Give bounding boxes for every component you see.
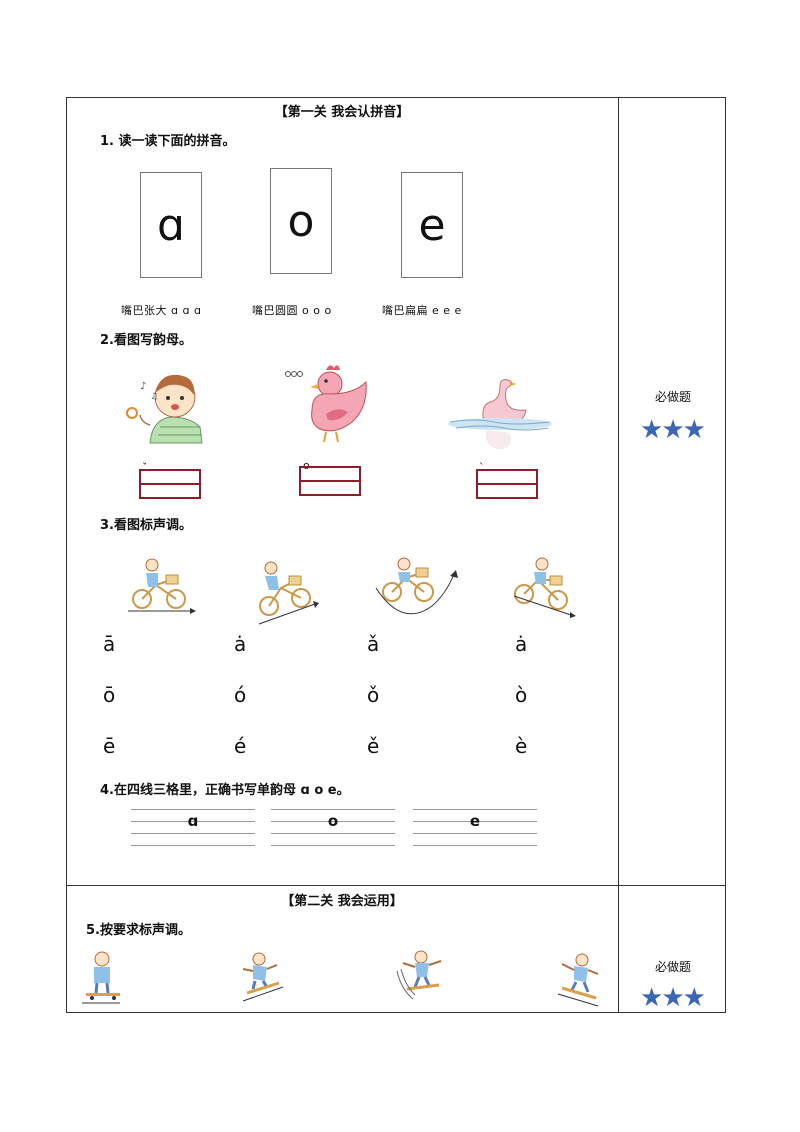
boy-singing-illustration: ♪ ♫ — [126, 374, 203, 444]
svg-text:♫: ♫ — [150, 392, 158, 402]
four-line-letter-e: e — [469, 812, 481, 830]
tone-r3c3: ě — [367, 734, 380, 758]
grid-mark-1: ˇ — [142, 461, 148, 474]
pinyin-card-o: o — [270, 168, 332, 274]
pinyin-card-a: ɑ — [140, 172, 202, 278]
swan-illustration — [448, 379, 552, 450]
q4-label: 4.在四线三格里，正确书写单韵母 ɑ o e。 — [100, 783, 350, 798]
cyclist-flat-illustration — [128, 558, 196, 614]
section1-stars: ★★★ — [640, 415, 706, 445]
grid-mark-3: ˋ — [479, 461, 485, 474]
table-border-mid — [66, 885, 726, 886]
grid-mark-2: o — [303, 459, 310, 472]
writing-grid-1[interactable]: ˇ — [139, 461, 201, 499]
four-line-grid-o[interactable]: o — [271, 809, 395, 849]
rooster-illustration — [285, 365, 367, 443]
q5-label: 5.按要求标声调。 — [86, 923, 191, 938]
q2-label: 2.看图写韵母。 — [100, 333, 192, 348]
tone-r3c4: è — [515, 734, 528, 758]
svg-text:♪: ♪ — [140, 381, 146, 392]
table-border-top — [66, 97, 726, 98]
tone-r1c2: ȧ — [234, 632, 247, 656]
table-border-right — [725, 97, 726, 1013]
skater-flat-illustration — [82, 951, 120, 1004]
skater-curve-illustration — [396, 950, 442, 1000]
table-border-divider — [618, 97, 619, 1013]
writing-grid-2[interactable]: o — [299, 459, 361, 496]
section1-title: 【第一关 我会认拼音】 — [274, 105, 410, 120]
four-line-grid-e[interactable]: e — [413, 809, 537, 849]
tone-r1c1: ā — [103, 632, 116, 656]
section1-side-label: 必做题 — [654, 390, 691, 404]
four-line-grid-a[interactable]: ɑ — [131, 809, 255, 849]
four-line-letter-a: ɑ — [187, 812, 199, 830]
writing-grid-3[interactable]: ˋ — [476, 461, 538, 499]
section2-side-label: 必做题 — [654, 960, 691, 974]
tone-r3c2: é — [234, 734, 247, 758]
table-border-bottom — [66, 1012, 726, 1013]
section2-title: 【第二关 我会运用】 — [281, 894, 403, 909]
section2-stars: ★★★ — [640, 983, 706, 1013]
q3-label: 3.看图标声调。 — [100, 518, 192, 533]
cyclist-curve-illustration — [375, 557, 458, 615]
skater-falling-illustration — [557, 953, 599, 1007]
q1-label: 1. 读一读下面的拼音。 — [100, 134, 236, 149]
caption-o: 嘴巴圆圆 o o o — [252, 304, 332, 317]
four-line-letter-o: o — [327, 812, 339, 830]
skater-rising-illustration — [242, 952, 284, 1002]
tone-r2c4: ò — [515, 683, 528, 707]
caption-a: 嘴巴张大 ɑ ɑ ɑ — [121, 304, 202, 317]
caption-e: 嘴巴扁扁 e e e — [382, 304, 462, 317]
tone-r2c1: ō — [103, 683, 116, 707]
tone-r2c3: ǒ — [367, 683, 380, 707]
table-border-left — [66, 97, 67, 1013]
cyclist-falling-illustration — [513, 557, 576, 618]
tone-r1c3: ǎ — [367, 632, 380, 656]
tone-r1c4: ȧ — [515, 632, 528, 656]
pinyin-card-e: e — [401, 172, 463, 278]
tone-r2c2: ó — [234, 683, 247, 707]
tone-r3c1: ē — [103, 734, 116, 758]
cyclist-rising-illustration — [258, 561, 319, 625]
